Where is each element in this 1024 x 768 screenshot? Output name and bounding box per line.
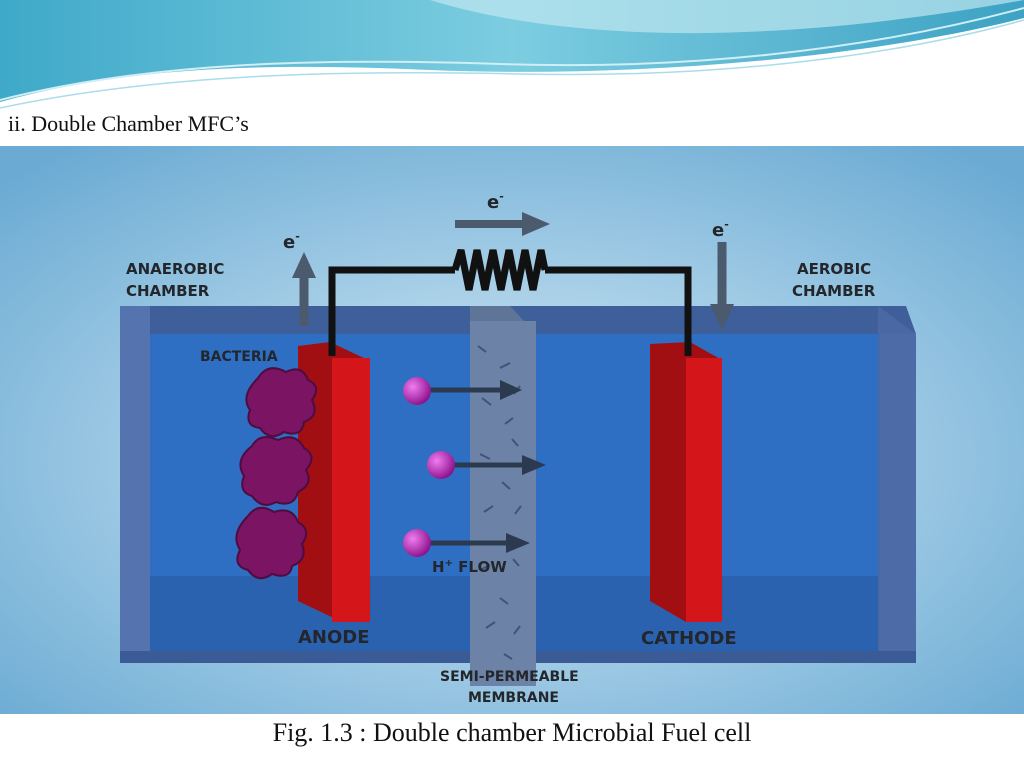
- label-anode: ANODE: [298, 627, 370, 648]
- proton-arrow-1: [403, 377, 522, 405]
- label-electron-left: e-: [283, 230, 300, 253]
- label-membrane-line1: SEMI-PERMEABLE: [440, 669, 579, 685]
- label-aerobic-chamber-line1: AEROBIC: [797, 260, 871, 278]
- bacteria-cluster: [235, 367, 318, 580]
- tank-right-wall-front: [880, 334, 916, 658]
- cathode-electrode: [650, 342, 722, 622]
- figure-caption: Fig. 1.3 : Double chamber Microbial Fuel…: [272, 718, 752, 747]
- label-anaerobic-chamber-line1: ANAEROBIC: [126, 260, 224, 278]
- label-anaerobic-chamber-line2: CHAMBER: [126, 282, 210, 300]
- external-circuit-wire: [328, 248, 692, 356]
- label-bacteria: BACTERIA: [200, 349, 278, 365]
- label-membrane-line2: MEMBRANE: [468, 690, 559, 706]
- label-cathode: CATHODE: [641, 628, 737, 649]
- slide-heading: ii. Double Chamber MFC’s: [8, 111, 249, 136]
- proton-ball: [403, 377, 431, 405]
- label-electron-right: e-: [712, 218, 729, 241]
- electron-down-arrow: [710, 242, 734, 330]
- proton-ball: [403, 529, 431, 557]
- semi-permeable-membrane: [470, 306, 536, 686]
- label-h-flow: H+ FLOW: [432, 558, 507, 576]
- label-aerobic-chamber-line2: CHAMBER: [792, 282, 876, 300]
- mfc-diagram: ANAEROBIC CHAMBER AEROBIC CHAMBER BACTER…: [0, 146, 1024, 714]
- anode-electrode: [298, 342, 370, 622]
- proton-arrow-3: [403, 529, 530, 557]
- proton-ball: [427, 451, 455, 479]
- label-electron-top: e-: [487, 190, 504, 213]
- electron-up-arrow: [292, 252, 316, 326]
- resistor: [451, 248, 549, 291]
- proton-arrow-2: [427, 451, 546, 479]
- header-wave-decoration: [0, 0, 1024, 109]
- electron-flow-arrow-top: [455, 212, 550, 236]
- tank-left-wall-front: [120, 306, 150, 658]
